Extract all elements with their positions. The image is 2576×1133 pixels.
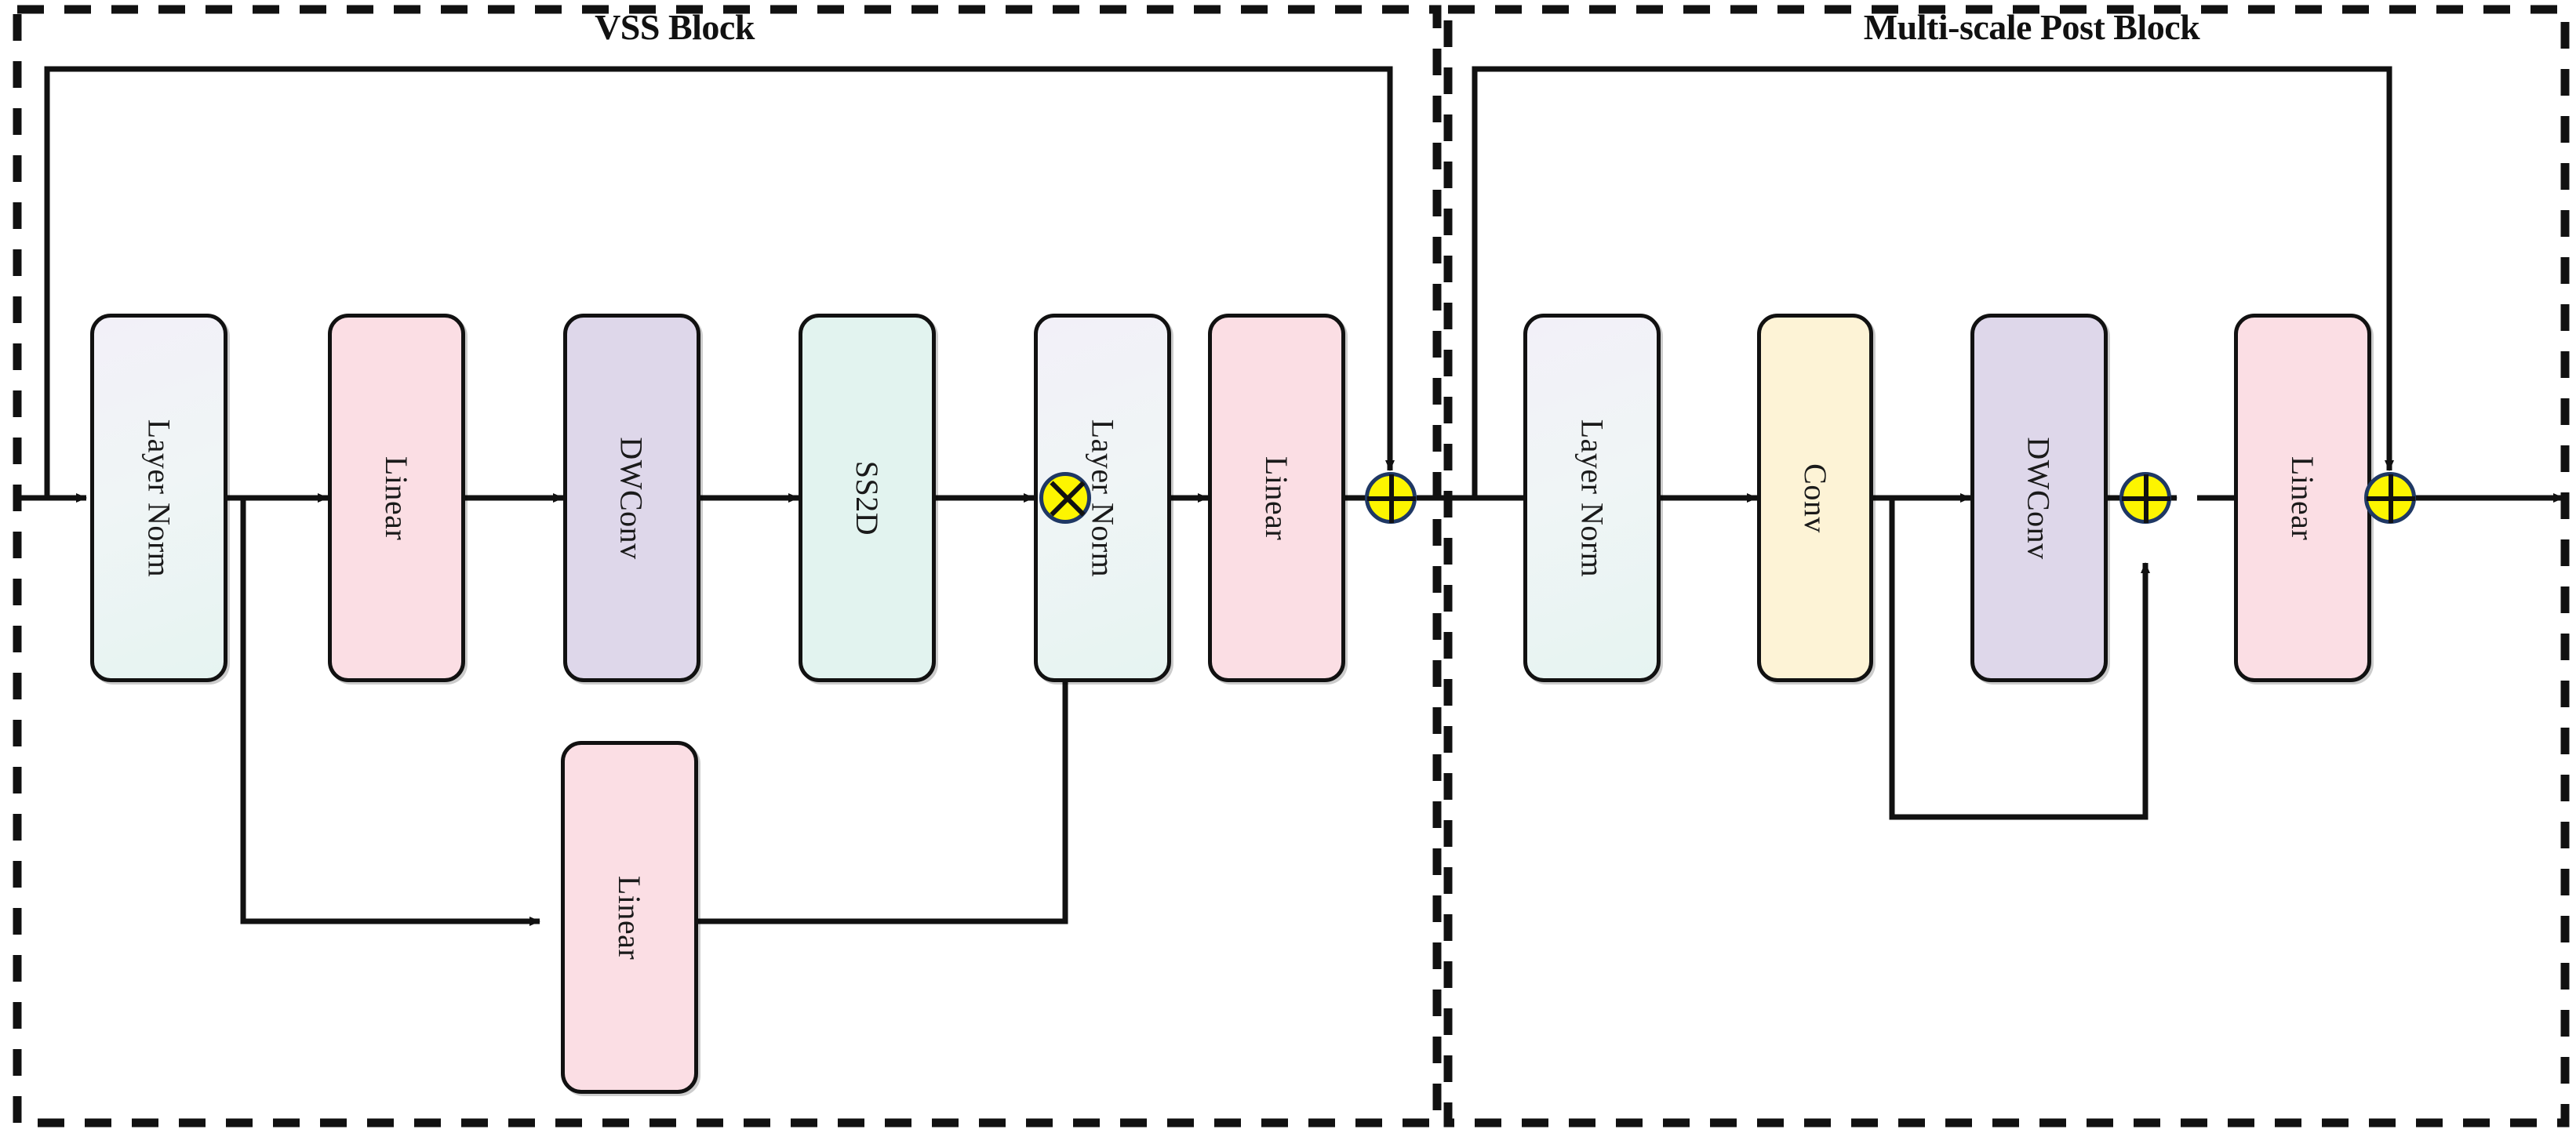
add-stroke-vertical [1389,474,1394,523]
msp-skip-connection [1472,66,2394,498]
msp-layer-norm-block[interactable]: Layer Norm [1523,314,1661,682]
wire-ln1-branch-down [240,498,540,926]
vss-linear-2-block[interactable]: Linear [1208,314,1345,682]
vss-linear-1-block[interactable]: Linear [328,314,465,682]
vss-skip-connection [44,66,1395,498]
vss-gate-linear-block[interactable]: Linear [561,741,698,1094]
vss-linear-2-label: Linear [1259,456,1294,540]
msp-linear-label: Linear [2285,456,2320,540]
msp-layer-norm-label: Layer Norm [1574,419,1610,577]
msp-dwconv-block[interactable]: DWConv [1970,314,2108,682]
msp-panel-title: Multi-scale Post Block [1863,7,2200,47]
msp-dwconv-label: DWConv [2021,436,2057,560]
msp-conv-block[interactable]: Conv [1757,314,1873,682]
vss-layer-norm-1-block[interactable]: Layer Norm [90,314,227,682]
msp-add-operator-2[interactable] [2364,472,2416,524]
wire-conv-branch-to-add1 [1889,498,2150,820]
add-stroke-vertical [2144,474,2148,523]
vss-dwconv-block[interactable]: DWConv [563,314,700,682]
vss-ss2d-label: SS2D [849,460,885,536]
msp-linear-block[interactable]: Linear [2234,314,2371,682]
msp-conv-label: Conv [1797,463,1833,533]
vss-multiply-operator[interactable] [1039,472,1091,524]
vss-gate-linear-label: Linear [612,875,647,960]
vss-linear-1-label: Linear [379,456,414,540]
vss-panel-border [13,5,1442,1128]
msp-panel-border [1443,5,2570,1128]
vss-ss2d-block[interactable]: SS2D [799,314,936,682]
vss-add-operator[interactable] [1365,472,1417,524]
vss-layer-norm-1-label: Layer Norm [141,419,176,577]
wire-gate-to-multiply [698,562,1070,924]
vss-dwconv-label: DWConv [613,436,649,560]
vss-panel-title: VSS Block [595,7,755,47]
msp-add-operator-1[interactable] [2119,472,2171,524]
add-stroke-vertical [2389,474,2393,523]
